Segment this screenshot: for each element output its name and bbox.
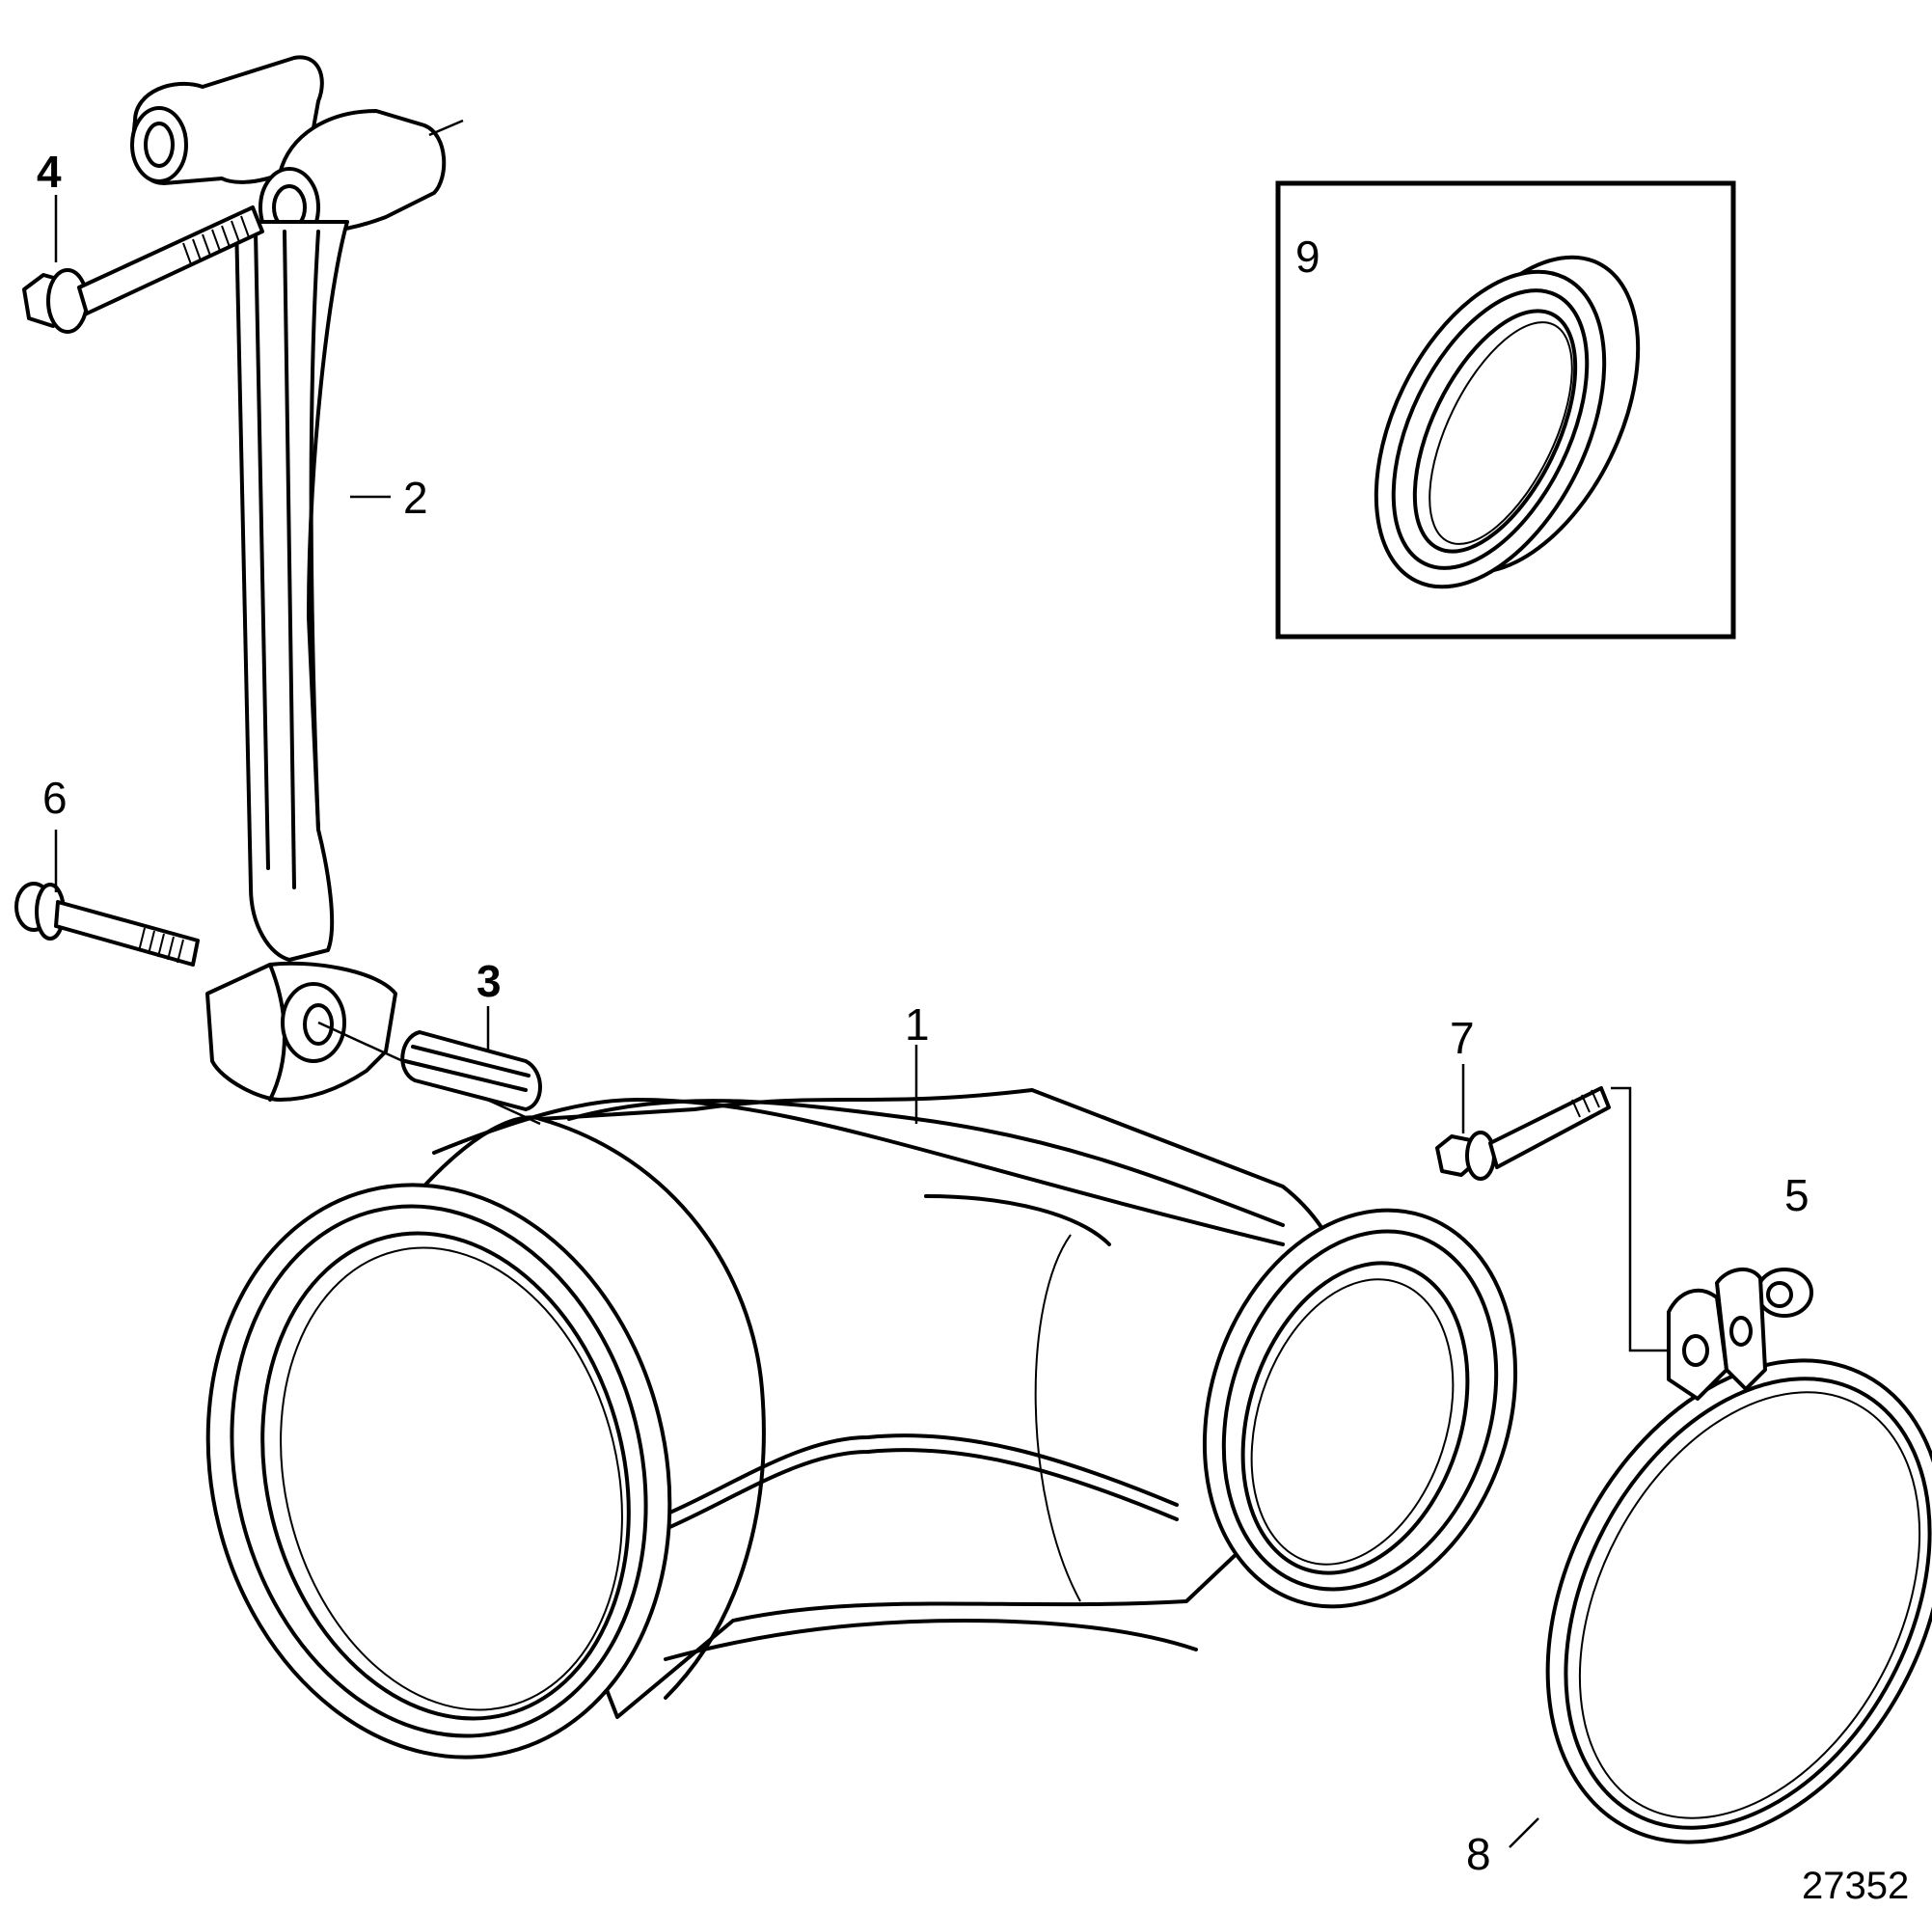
lower-bolt [14,882,200,967]
support-bracket [130,55,464,1102]
upper-bolt [22,205,264,334]
callout-3: 3 [476,956,502,1006]
callout-2: 2 [403,473,428,523]
inset-frame [1275,180,1736,640]
callout-9: 9 [1295,232,1320,282]
callout-5: 5 [1784,1170,1810,1220]
callout-7: 7 [1450,1013,1475,1063]
seal-ring-inset [1275,180,1736,640]
sleeve-bushing [400,1030,542,1111]
callout-4: 4 [37,147,62,197]
callout-8: 8 [1466,1829,1491,1879]
callout-1: 1 [905,999,930,1050]
clamp-bolt [1435,1086,1678,1352]
elbow-pipe [205,1088,1518,1760]
callout-6: 6 [42,773,68,823]
drawing-reference-number: 27352 [1802,1865,1909,1907]
v-band-clamp [1545,1268,1932,1844]
